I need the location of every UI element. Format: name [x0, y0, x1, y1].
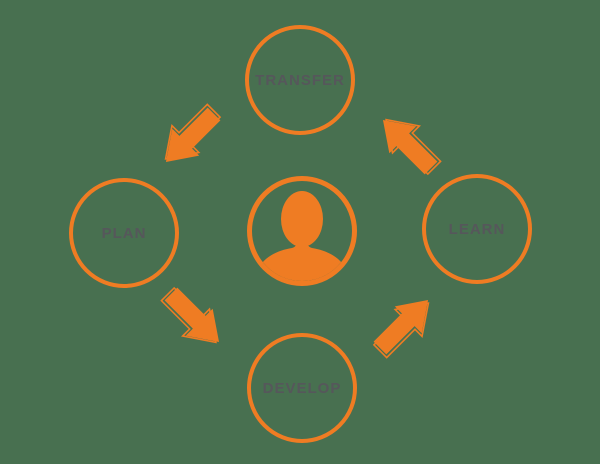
arrow-learn-to-transfer	[382, 118, 442, 176]
node-develop: DEVELOP	[247, 333, 357, 443]
node-plan: PLAN	[69, 178, 179, 288]
node-develop-label: DEVELOP	[262, 379, 342, 397]
center-person-node	[247, 176, 357, 286]
node-transfer: TRANSFER	[245, 25, 355, 135]
person-icon	[255, 191, 349, 281]
arrow-transfer-to-plan	[164, 103, 222, 163]
node-transfer-label: TRANSFER	[255, 71, 345, 89]
arrow-plan-to-develop	[160, 286, 220, 344]
node-plan-label: PLAN	[101, 224, 147, 242]
node-learn-label: LEARN	[448, 220, 506, 238]
arrow-develop-to-learn	[372, 299, 430, 359]
node-learn: LEARN	[422, 174, 532, 284]
